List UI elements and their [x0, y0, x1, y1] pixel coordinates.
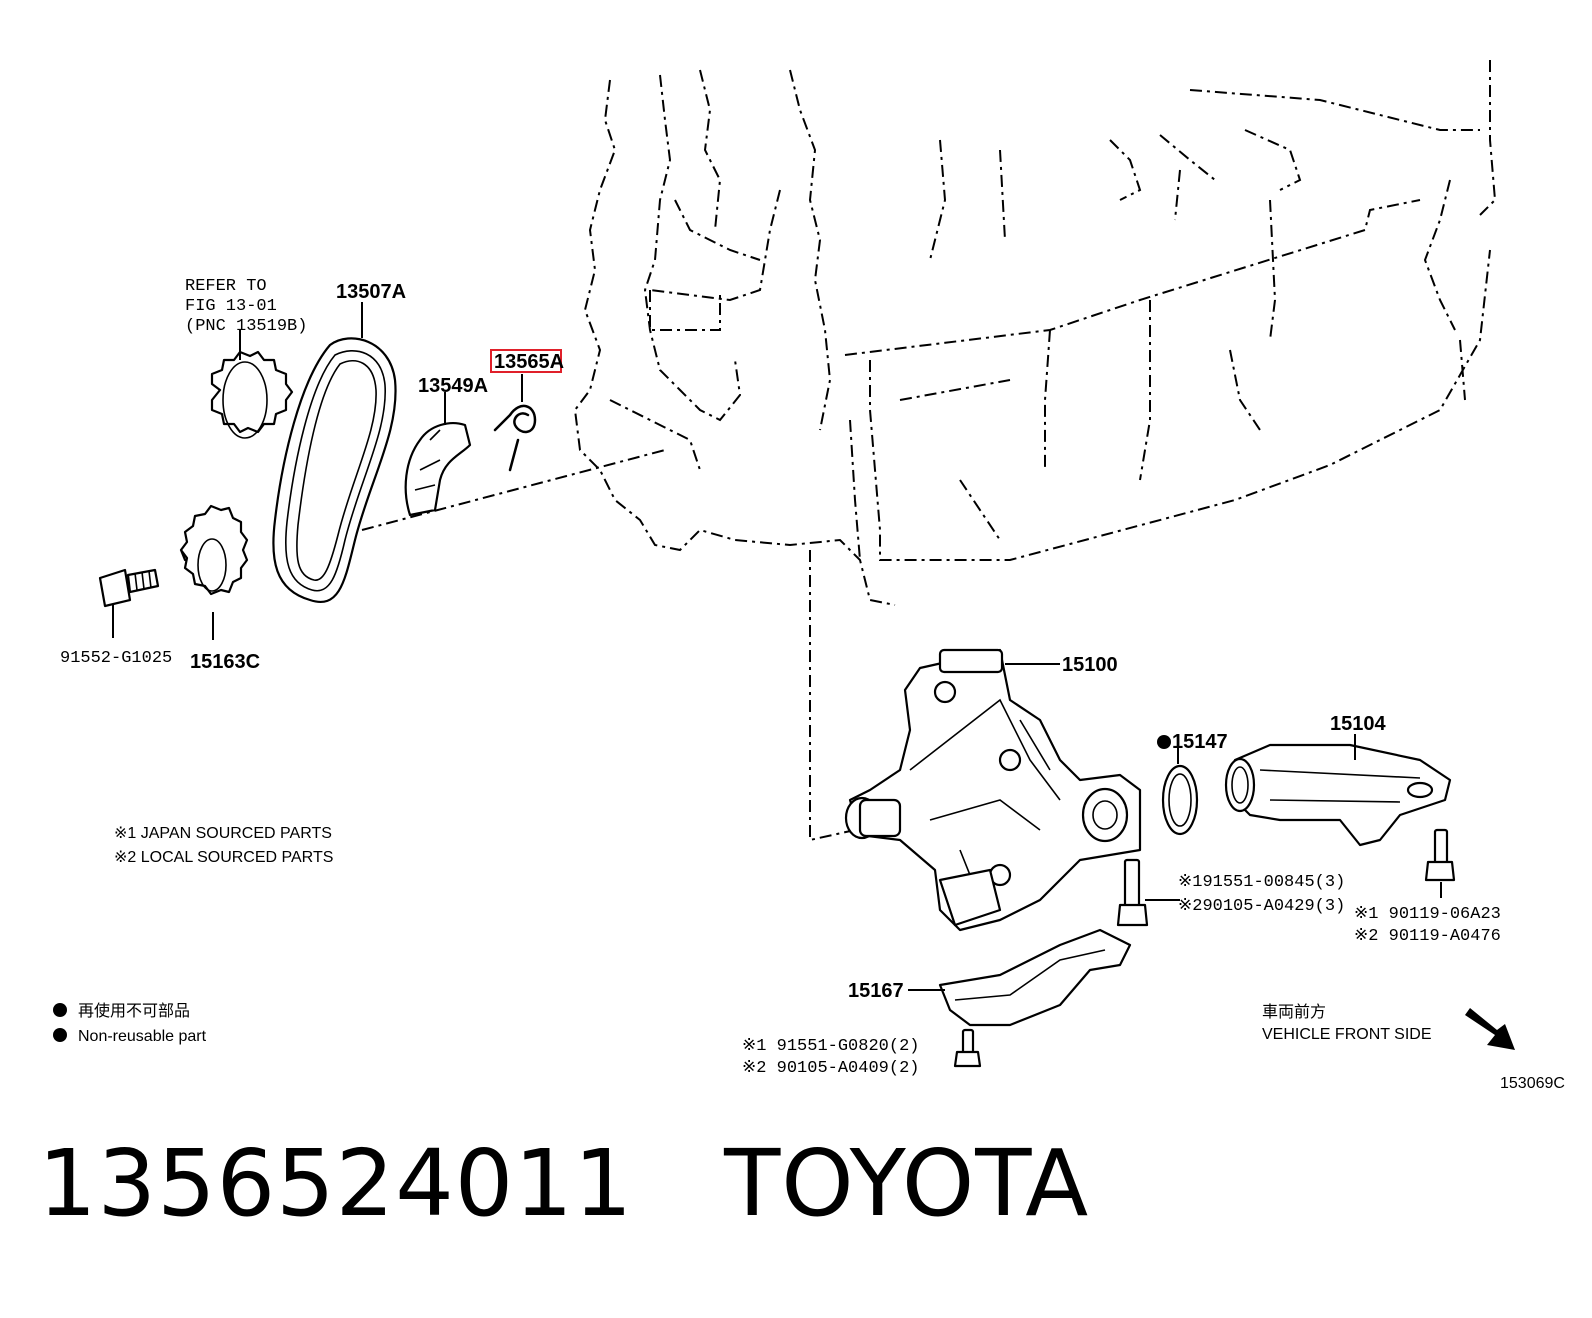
direction-jp: 車両前方 [1262, 1003, 1326, 1021]
label-15104: 15104 [1330, 713, 1386, 735]
label-bolt-low-1: ※1 91551-G0820(2) [742, 1037, 919, 1056]
label-13549A: 13549A [418, 375, 488, 397]
timing-chain [272, 337, 397, 603]
refer-line3: (PNC 13519B) [185, 317, 307, 336]
crank-sprocket [179, 504, 249, 596]
brand-name: TOYOTA [724, 1130, 1090, 1237]
legend-dot-icon [53, 1028, 67, 1042]
oil-pump-body [844, 648, 1142, 932]
pump-mounting-bolt [1116, 858, 1149, 927]
label-15167: 15167 [848, 980, 904, 1002]
vehicle-front-arrow-icon [1465, 1008, 1515, 1050]
engine-block-outline [573, 60, 1497, 606]
figure-id: 153069C [1500, 1075, 1565, 1092]
non-reusable-dot-icon [1157, 735, 1171, 749]
refer-line2: FIG 13-01 [185, 297, 277, 316]
label-bolt-right-1: ※1 90119-06A23 [1354, 905, 1501, 924]
part-caption: 1356524011 TOYOTA [38, 1130, 1089, 1237]
direction-en: VEHICLE FRONT SIDE [1262, 1026, 1432, 1043]
sprocket-bolt [98, 568, 160, 608]
highlight-box [490, 349, 562, 373]
baffle-bolt [953, 1028, 982, 1068]
tensioner-spring [493, 404, 537, 472]
label-13565A: 13565A [494, 351, 564, 373]
label-bolt-mid-1: ※191551-00845(3) [1178, 873, 1345, 892]
label-91552: 91552-G1025 [60, 649, 172, 668]
assembly-phantom-lines [361, 449, 856, 842]
oil-strainer [1224, 743, 1452, 847]
label-15100: 15100 [1062, 654, 1118, 676]
label-13507A: 13507A [336, 281, 406, 303]
part-number: 1356524011 [38, 1130, 634, 1237]
note-japan: ※1 JAPAN SOURCED PARTS [114, 825, 332, 842]
label-bolt-low-2: ※2 90105-A0409(2) [742, 1059, 919, 1078]
label-15163C: 15163C [190, 651, 260, 673]
strainer-bolt [1424, 828, 1456, 882]
baffle-plate [938, 928, 1132, 1027]
legend-jp: 再使用不可部品 [78, 1002, 190, 1020]
label-15147: 15147 [1172, 731, 1228, 753]
o-ring [1161, 764, 1199, 836]
upper-sprocket [210, 350, 294, 439]
label-bolt-right-2: ※2 90119-A0476 [1354, 927, 1501, 946]
legend-dot-icon [53, 1003, 67, 1017]
label-bolt-mid-2: ※290105-A0429(3) [1178, 897, 1345, 916]
refer-line1: REFER TO [185, 277, 267, 296]
tensioner-arm [404, 422, 472, 517]
legend-en: Non-reusable part [78, 1028, 207, 1045]
note-local: ※2 LOCAL SOURCED PARTS [114, 849, 333, 866]
